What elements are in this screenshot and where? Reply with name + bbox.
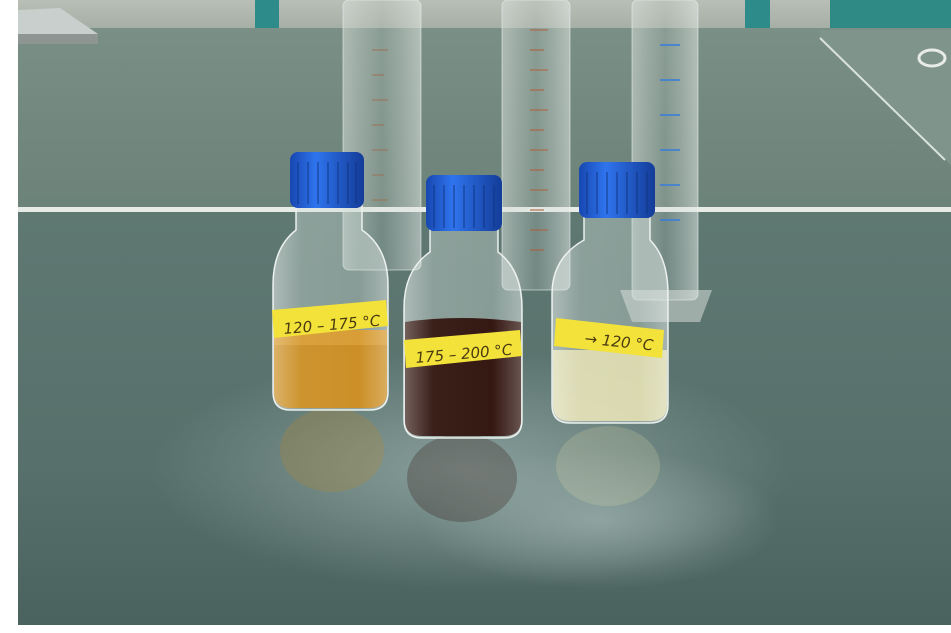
bottle-1-cap-icon (290, 152, 364, 208)
tray-object-base (18, 34, 98, 44)
bottom-margin (0, 625, 951, 633)
side-bench-edge (819, 37, 946, 161)
bottle-2-label-tape (404, 330, 522, 368)
bench-glare-2 (420, 450, 780, 590)
bottle-1: 120 – 175 °C (272, 152, 389, 411)
reflection-bottle-3 (556, 426, 660, 506)
bottle-2: 175 – 200 °C (403, 175, 523, 439)
reflection-bottle-2 (407, 434, 517, 522)
bottle-1-label-tape (272, 300, 388, 338)
reflection-bottle-1 (280, 408, 384, 492)
teal-panel (255, 0, 279, 30)
side-bench (820, 30, 951, 165)
bottle-3: → 120 °C (551, 162, 669, 424)
measuring-cylinder-2 (501, 0, 571, 291)
ring-object (917, 48, 947, 68)
teal-block (830, 0, 951, 30)
bottle-3-label-tape (554, 318, 664, 358)
teal-panel-right (745, 0, 770, 28)
left-margin (0, 0, 18, 633)
